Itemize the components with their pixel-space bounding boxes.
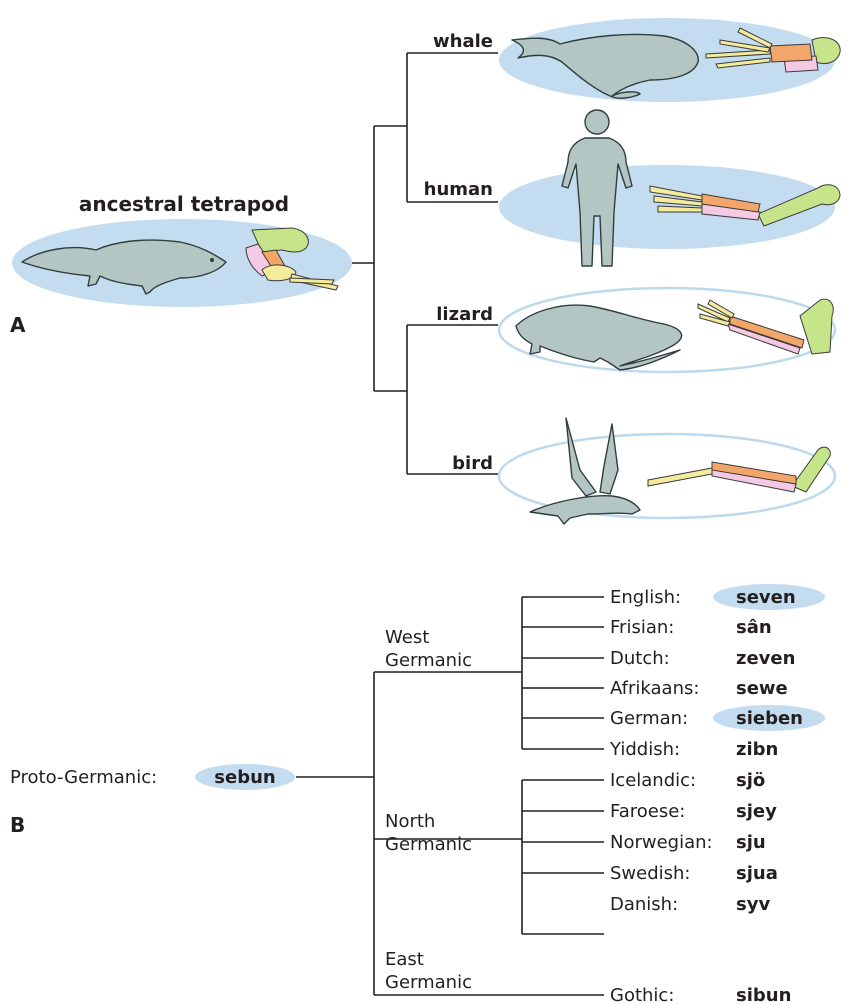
taxon-label-whale: whale <box>433 31 493 52</box>
cognate-word: zeven <box>736 648 795 669</box>
language-name: Dutch: <box>610 648 670 669</box>
branch-east-line1: East <box>385 949 424 970</box>
cognate-word: syv <box>736 894 770 915</box>
panel-b: Proto-Germanic: sebun B West Germanic No… <box>10 584 825 1005</box>
branch-west-line1: West <box>385 627 429 648</box>
panel-a-tree-lines <box>352 53 498 474</box>
branch-north-line2: Germanic <box>385 834 472 855</box>
panel-b-letter: B <box>10 813 25 837</box>
language-name: Icelandic: <box>610 770 696 791</box>
branch-north-line1: North <box>385 811 435 832</box>
cognate-word: sju <box>736 832 766 853</box>
language-name: Norwegian: <box>610 832 713 853</box>
language-name: Yiddish: <box>609 739 680 760</box>
branch-east-line2: Germanic <box>385 972 472 993</box>
language-name: Gothic: <box>610 985 674 1005</box>
cognate-word: sjey <box>736 801 777 822</box>
cognate-word: sjua <box>736 863 778 884</box>
cognate-word: sibun <box>736 985 791 1005</box>
language-name: Afrikaans: <box>610 678 699 699</box>
ancestor-label: ancestral tetrapod <box>79 192 289 216</box>
ancestor-eye-icon <box>210 258 214 262</box>
root-prefix-label: Proto-Germanic: <box>10 767 157 788</box>
taxon-label-human: human <box>424 179 493 200</box>
taxon-label-lizard: lizard <box>436 304 493 325</box>
cognate-word: sân <box>736 617 772 638</box>
panel-a-letter: A <box>10 313 26 337</box>
lizard-icon <box>516 305 682 370</box>
branch-west-line2: Germanic <box>385 650 472 671</box>
cognate-word: seven <box>736 587 796 608</box>
cognate-word: sieben <box>736 708 803 729</box>
panel-a: ancestral tetrapod whale human <box>10 18 840 524</box>
bird-limb-icon <box>648 447 830 492</box>
language-name: German: <box>610 708 688 729</box>
language-name: Danish: <box>610 894 678 915</box>
lizard-limb-icon <box>698 299 833 354</box>
language-name: Swedish: <box>610 863 691 884</box>
cognate-word: sewe <box>736 678 788 699</box>
root-word: sebun <box>214 767 275 788</box>
taxon-label-bird: bird <box>452 453 493 474</box>
cognate-word: zibn <box>736 739 778 760</box>
bird-icon <box>530 418 640 524</box>
language-name: Frisian: <box>610 617 674 638</box>
cognate-word: sjö <box>736 770 765 791</box>
language-name: Faroese: <box>610 801 685 822</box>
language-name: English: <box>610 587 681 608</box>
